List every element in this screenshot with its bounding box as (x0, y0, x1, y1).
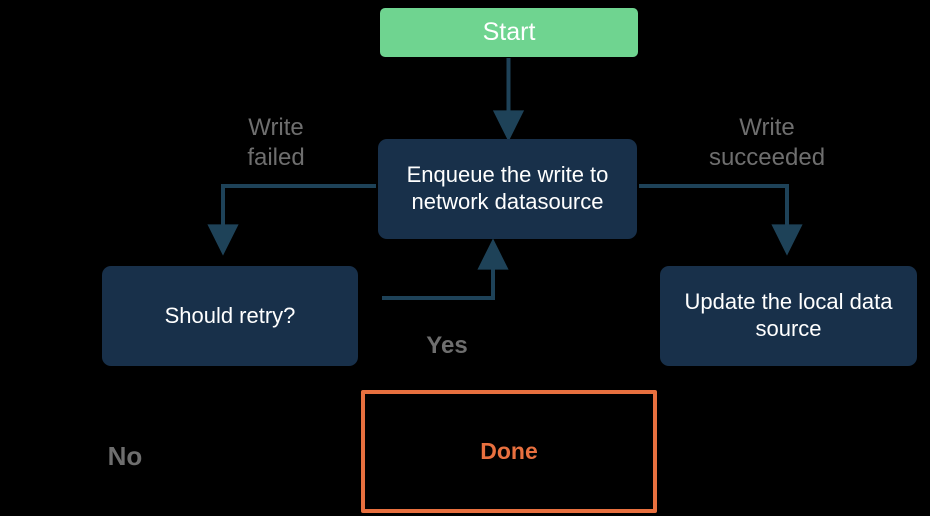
edge-label-write-failed: Write failed (247, 114, 305, 171)
edge-enqueue-to-update (639, 184, 803, 256)
edge-retry-to-enqueue (382, 238, 509, 300)
edge-label-write-succeeded: Write succeeded (708, 114, 826, 171)
edge-label-yes: Yes (426, 332, 468, 359)
edge-enqueue-to-retry (207, 184, 376, 256)
node-enqueue-write[interactable]: Enqueue the write to network datasource (378, 139, 637, 239)
edge-label-no: No (107, 441, 143, 471)
node-done[interactable]: Done (361, 390, 657, 513)
node-should-retry[interactable]: Should retry? (102, 266, 358, 366)
node-start[interactable]: Start (380, 8, 638, 57)
node-update-local-data-source[interactable]: Update the local data source (660, 266, 917, 366)
